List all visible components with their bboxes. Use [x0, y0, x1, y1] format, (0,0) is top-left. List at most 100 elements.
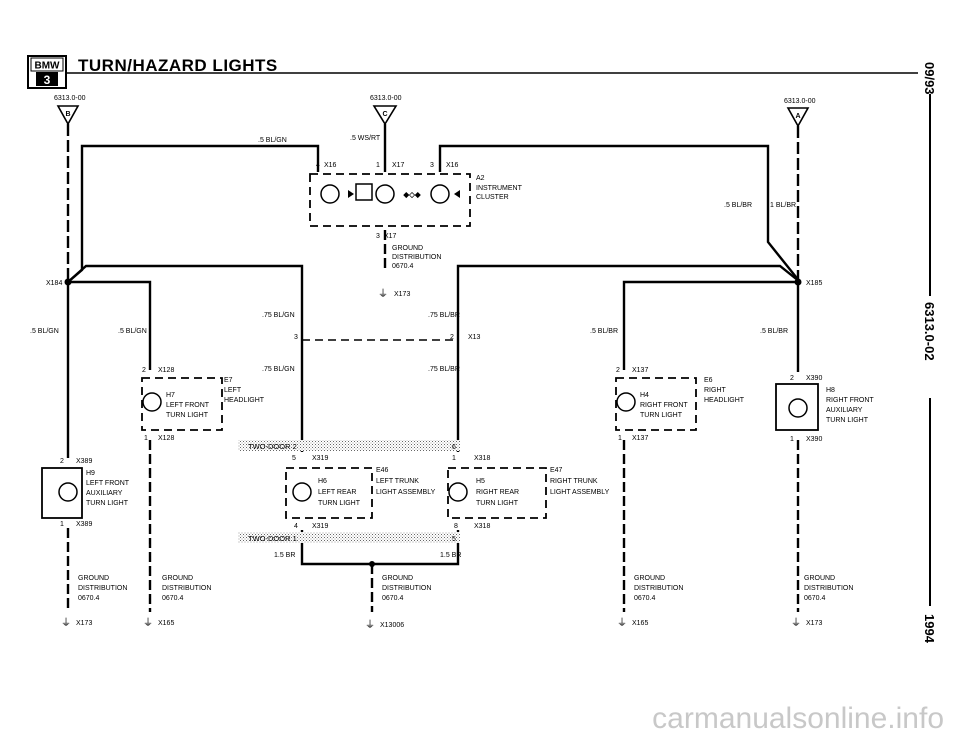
wire-rear-ground [300, 530, 460, 566]
splice-x185 [794, 278, 802, 286]
component-label: CLUSTER [476, 194, 509, 201]
ground-label: DISTRIBUTION [804, 585, 853, 592]
connector-label: X137 [632, 367, 648, 374]
wire-label: .75 BL/GN [262, 366, 295, 373]
ground-label: 0670.4 [382, 595, 404, 602]
ground-right-h4: GROUND DISTRIBUTION 0670.4 ⏚ X165 [617, 575, 683, 629]
pin-number: 1 [60, 521, 64, 528]
wire-label: .75 BL/GN [262, 312, 295, 319]
ground-label: DISTRIBUTION [392, 254, 441, 261]
component-label: LEFT REAR [318, 489, 356, 496]
ref-center-arrow [372, 105, 398, 126]
lamp-icon [430, 184, 450, 204]
connector-label: X165 [632, 620, 648, 627]
component-label: RIGHT TRUNK [550, 478, 598, 485]
component-label: RIGHT [704, 387, 727, 394]
wire-label: .5 BL/GN [118, 328, 147, 335]
reference-arrows: 6313.0-00 B 6313.0-00 C 6313.0-00 A [54, 95, 816, 128]
lamp-icon [375, 184, 395, 204]
instrument-cluster-a2: ◆◇◆ A2 INSTRUMENT CLUSTER 4 X16 1 X17 3 … [309, 162, 523, 240]
ground-symbol-icon: ⏚ [365, 619, 375, 631]
wire-label: .75 BL/BR [428, 312, 460, 319]
bmw-logo-series [36, 72, 58, 86]
ground-label: GROUND [804, 575, 835, 582]
pin-number: 2 [450, 334, 454, 341]
component-label: RIGHT FRONT [640, 402, 688, 409]
wire-labels: .5 BL/GN .5 WS/RT .5 BL/BR 1 BL/BR .75 B… [30, 135, 796, 559]
component-id: E7 [224, 377, 233, 384]
ground-label: 0670.4 [392, 263, 414, 270]
ground-left-h9: GROUND DISTRIBUTION 0670.4 ⏚ X173 [61, 575, 127, 629]
ground-distribution-top: GROUND DISTRIBUTION 0670.4 ⏚ X173 [378, 245, 441, 300]
ground-label: DISTRIBUTION [382, 585, 431, 592]
component-label: LEFT [224, 387, 242, 394]
component-label: RIGHT REAR [476, 489, 519, 496]
wire-label: .5 BL/GN [258, 137, 287, 144]
component-label: LIGHT ASSEMBLY [550, 489, 610, 496]
ref-right-label: 6313.0-00 [784, 98, 816, 105]
pin-number: 5 [452, 536, 456, 543]
ground-symbol-icon: ⏚ [617, 617, 627, 629]
right-trunk-light-e47: 1 X318 H5 RIGHT REAR TURN LIGHT E47 RIGH… [447, 455, 610, 530]
ground-label: DISTRIBUTION [162, 585, 211, 592]
ground-symbol-icon: ⏚ [791, 617, 801, 629]
ground-symbol-icon: ⏚ [143, 617, 153, 629]
connector-label: X173 [806, 620, 822, 627]
component-label: TURN LIGHT [86, 500, 129, 507]
component-label: LEFT FRONT [86, 480, 130, 487]
connector-label: X173 [76, 620, 92, 627]
ground-label: 0670.4 [162, 595, 184, 602]
left-trunk-light-e46: 5 X319 H6 LEFT REAR TURN LIGHT E46 LEFT … [285, 455, 436, 530]
connector-label: X390 [806, 375, 822, 382]
right-headlight-e6: 2 X137 H4 RIGHT FRONT TURN LIGHT E6 RIGH… [615, 367, 745, 442]
connector-label: X13006 [380, 622, 404, 629]
wire-bl-gn-top [67, 144, 320, 283]
ground-center-rear: GROUND DISTRIBUTION 0670.4 ⏚ X13006 [365, 575, 431, 631]
arrow-left-icon [348, 190, 354, 198]
pin-number: 1 [452, 455, 456, 462]
wire-label: .5 BL/BR [724, 202, 752, 209]
pin-number: 8 [454, 523, 458, 530]
component-id: H5 [476, 478, 485, 485]
component-id: E47 [550, 467, 563, 474]
ground-label: GROUND [392, 245, 423, 252]
wire-h4-feed [622, 280, 798, 370]
component-id: H6 [318, 478, 327, 485]
component-label: TURN LIGHT [166, 412, 209, 419]
two-door-band [238, 440, 460, 451]
wire-label: .5 BL/BR [590, 328, 618, 335]
connector-label: X137 [632, 435, 648, 442]
ground-label: 0670.4 [634, 595, 656, 602]
ref-left-label: 6313.0-00 [54, 95, 86, 102]
component-id: E46 [376, 467, 389, 474]
wire-label: 1.5 BR [440, 552, 461, 559]
component-id: A2 [476, 175, 485, 182]
component-label: LIGHT ASSEMBLY [376, 489, 436, 496]
wire-75-blgn [67, 264, 304, 340]
component-id: H9 [86, 470, 95, 477]
splice-x184 [64, 278, 72, 286]
lamp-icon [320, 184, 340, 204]
arrow-right-icon [454, 190, 460, 198]
pin-number: 2 [616, 367, 620, 374]
wire-label: .5 WS/RT [350, 135, 381, 142]
ground-distribution-bottom: GROUND DISTRIBUTION 0670.4 ⏚ X173 GROUND… [61, 575, 853, 631]
pin-number: 1 [376, 162, 380, 169]
splice-label: X184 [46, 280, 62, 287]
left-headlight-e7: 2 X128 H7 LEFT FRONT TURN LIGHT E7 LEFT … [141, 367, 265, 442]
ground-label: DISTRIBUTION [634, 585, 683, 592]
ground-label: GROUND [78, 575, 109, 582]
wire-label: .5 BL/GN [30, 328, 59, 335]
lamp-icon [448, 482, 468, 502]
pin-number: 2 [142, 367, 146, 374]
wire-bl-br-top [438, 144, 801, 283]
ref-left-letter: B [65, 111, 70, 118]
hazard-arrows-icon: ◆◇◆ [402, 190, 422, 199]
connector-label: X173 [394, 291, 410, 298]
ground-label: 0670.4 [804, 595, 826, 602]
pin-number: 1 [790, 436, 794, 443]
lamp-icon [142, 392, 162, 412]
component-label: HEADLIGHT [224, 397, 265, 404]
component-label: LEFT FRONT [166, 402, 210, 409]
